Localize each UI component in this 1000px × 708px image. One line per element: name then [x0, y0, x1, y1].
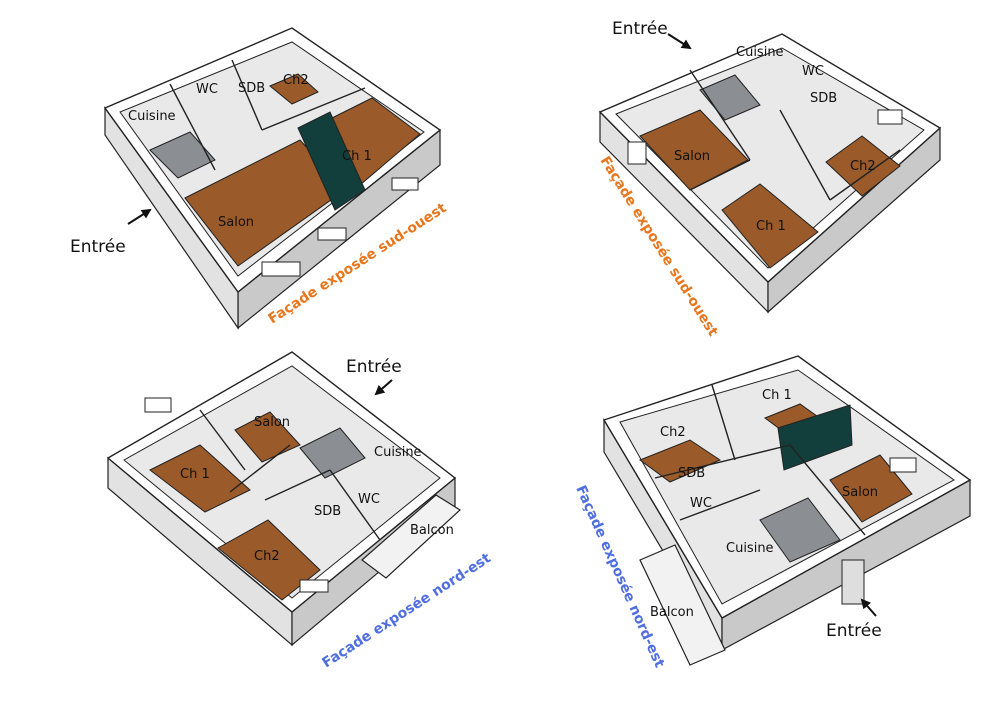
- v4-wall-interior-4: [679, 489, 761, 521]
- v3-label-balcon: Balcon: [410, 523, 454, 538]
- v3-tile-floor: [299, 427, 366, 479]
- v3-label-wc: WC: [358, 492, 380, 507]
- v2-ch1-floor: [721, 183, 819, 269]
- v1-label-cuisine: Cuisine: [128, 109, 176, 124]
- v3-entree-arrow: [374, 379, 393, 396]
- v2-window-2: [627, 141, 647, 165]
- v4-wall-interior-2: [654, 444, 791, 479]
- v4-label-sdb: SDB: [678, 466, 705, 481]
- v3-label-entree: Entrée: [346, 357, 402, 377]
- v1-label-wc: WC: [196, 82, 218, 97]
- v4-ch2-floor: [638, 439, 722, 483]
- v4-label-wc: WC: [690, 496, 712, 511]
- v4-label-ch1: Ch 1: [762, 388, 792, 403]
- v1-label-salon: Salon: [218, 215, 254, 230]
- v1-ch2-floor: [269, 73, 319, 105]
- v2-ch2-floor: [825, 135, 901, 197]
- v1-window-1: [261, 261, 301, 277]
- view-2-sud-ouest: Entrée Cuisine WC SDB Salon Ch2 Ch 1 Faç…: [597, 19, 942, 340]
- v4-balcony: [639, 544, 726, 666]
- v4-wall-interior-1: [711, 384, 736, 461]
- view-3-nord-est: Entrée Salon Cuisine Ch 1 WC SDB Balcon …: [106, 351, 494, 671]
- v3-label-salon: Salon: [254, 415, 290, 430]
- v3-label-ch1: Ch 1: [180, 467, 210, 482]
- v2-floor: [615, 47, 925, 269]
- v4-tile-floor: [759, 497, 841, 563]
- v4-label-cuisine: Cuisine: [726, 541, 774, 556]
- v1-window-3: [391, 177, 419, 191]
- v2-wall-interior-4: [829, 149, 901, 201]
- v2-label-cuisine: Cuisine: [736, 45, 784, 60]
- v2-wall-interior-3: [779, 109, 831, 201]
- v4-window-1: [889, 457, 917, 473]
- view-4-nord-est: Ch 1 Ch2 SDB WC Salon Cuisine Balcon Ent…: [572, 355, 972, 670]
- v4-label-balcon: Balcon: [650, 605, 694, 620]
- v2-label-sdb: SDB: [810, 91, 837, 106]
- v3-wall-interior-1: [199, 409, 246, 471]
- v2-wall-interior-1: [689, 69, 751, 161]
- v3-label-cuisine: Cuisine: [374, 445, 422, 460]
- v1-label-ch1: Ch 1: [342, 149, 372, 164]
- v1-label-entree: Entrée: [70, 237, 126, 257]
- v3-wall-interior-3: [264, 469, 331, 501]
- v3-window-2: [299, 579, 329, 593]
- v1-tile-floor: [149, 131, 216, 179]
- v2-wall-interior-2: [689, 159, 751, 191]
- v2-label-entree: Entrée: [612, 19, 668, 39]
- v3-ch1-floor: [149, 444, 251, 513]
- v2-label-ch1: Ch 1: [756, 219, 786, 234]
- v3-wall-interior-2: [229, 444, 291, 493]
- v4-label-salon: Salon: [842, 485, 878, 500]
- v2-label-wc: WC: [802, 64, 824, 79]
- v1-wall-interior-2: [261, 87, 366, 131]
- v3-label-sdb: SDB: [314, 504, 341, 519]
- v4-entree-arrow: [860, 598, 877, 617]
- v4-label-ch2: Ch2: [660, 425, 686, 440]
- v1-wall-interior-1: [231, 59, 263, 131]
- v4-label-entree: Entrée: [826, 621, 882, 641]
- v3-wall-interior-4: [329, 469, 381, 541]
- v1-label-sdb: SDB: [238, 81, 265, 96]
- v3-label-ch2: Ch2: [254, 549, 280, 564]
- v3-window-1: [144, 397, 172, 413]
- v2-label-ch2: Ch2: [850, 159, 876, 174]
- v2-window-1: [877, 109, 903, 125]
- v1-wall-interior-3: [169, 83, 216, 171]
- v4-door: [841, 559, 865, 605]
- v2-label-salon: Salon: [674, 149, 710, 164]
- v4-floor: [619, 369, 955, 605]
- v3-balcony: [361, 494, 461, 579]
- v1-label-ch2: Ch2: [283, 73, 309, 88]
- v2-salon-floor: [639, 109, 749, 191]
- v1-entree-arrow: [127, 208, 152, 225]
- v1-teal-wall: [297, 111, 366, 211]
- v2-entree-arrow: [667, 33, 692, 50]
- v4-wall-interior-3: [789, 444, 866, 536]
- view-1-sud-ouest: Cuisine WC SDB Ch2 Ch 1 Salon Entrée Faç…: [70, 27, 450, 330]
- v3-ch2-floor: [217, 519, 321, 601]
- v1-window-2: [317, 227, 347, 241]
